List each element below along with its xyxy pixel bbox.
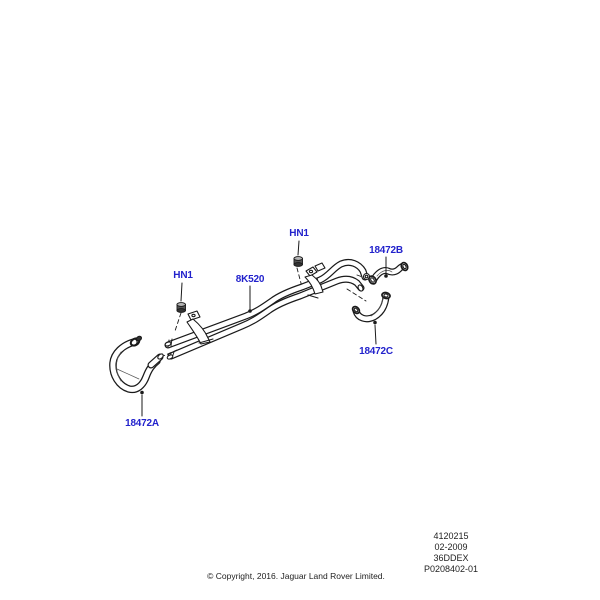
hose-c-drawing bbox=[351, 291, 391, 323]
hose-b-drawing bbox=[368, 261, 409, 285]
part-label-hn1-top[interactable]: HN1 bbox=[289, 228, 309, 239]
bracket-left bbox=[186, 310, 214, 345]
leader-18472c bbox=[374, 324, 377, 345]
part-label-hn1-left[interactable]: HN1 bbox=[173, 270, 193, 281]
nut-left bbox=[176, 302, 186, 313]
bracket-middle bbox=[304, 262, 326, 299]
reference-plate: 4120215 02-2009 36DDEX P0208402-01 bbox=[391, 531, 511, 575]
plate-line-figure-number: 4120215 bbox=[433, 531, 469, 541]
copyright-notice: © Copyright, 2016. Jaguar Land Rover Lim… bbox=[207, 571, 385, 581]
plate-line-drawing-id: P0208402-01 bbox=[423, 564, 479, 574]
dashed-nut-left-to-bracket bbox=[174, 312, 182, 332]
plate-line-date: 02-2009 bbox=[434, 542, 468, 552]
part-label-18472c[interactable]: 18472C bbox=[359, 346, 393, 357]
leader-hn1-left bbox=[180, 282, 183, 302]
dashed-pipe-to-hose-c bbox=[346, 288, 367, 302]
leader-dots bbox=[140, 274, 388, 395]
hose-a-drawing bbox=[109, 335, 164, 394]
leader-lines bbox=[141, 240, 387, 417]
part-label-18472b[interactable]: 18472B bbox=[369, 245, 403, 256]
nut-top bbox=[293, 256, 303, 267]
leader-hn1-top bbox=[297, 240, 300, 256]
part-label-18472a[interactable]: 18472A bbox=[125, 418, 159, 429]
part-label-8k520[interactable]: 8K520 bbox=[235, 274, 265, 285]
plate-line-code: 36DDEX bbox=[433, 553, 469, 563]
